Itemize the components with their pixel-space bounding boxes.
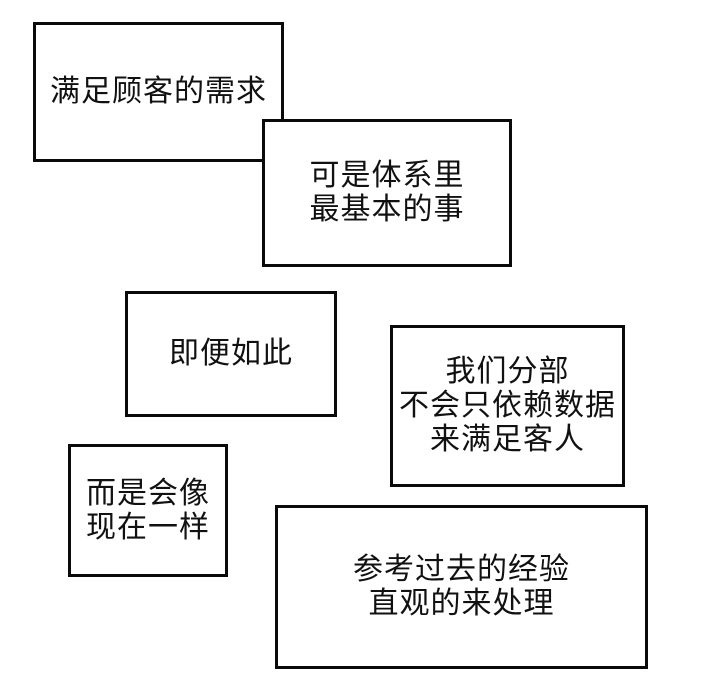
bubble-text-line: 来满足客人 (430, 423, 585, 456)
bubble-text-line: 而是会像 (86, 476, 210, 510)
speech-bubble-lower-left: 而是会像 现在一样 (68, 444, 228, 577)
bubble-text-line: 直观的来处理 (368, 587, 555, 620)
speech-bubble-middle-right: 我们分部 不会只依赖数据 来满足客人 (390, 325, 625, 487)
bubble-text-line: 不会只依赖数据 (399, 389, 616, 422)
bubble-text-line: 即便如此 (169, 337, 293, 370)
bubble-text-line: 参考过去的经验 (353, 553, 570, 586)
speech-bubble-middle-left: 即便如此 (125, 291, 337, 417)
speech-bubble-bottom: 参考过去的经验 直观的来处理 (275, 505, 648, 669)
bubble-text-line: 现在一样 (86, 510, 210, 544)
bubble-text-line: 我们分部 (445, 355, 570, 388)
bubble-text-line: 可是体系里 (309, 159, 465, 192)
bubble-text-line: 最基本的事 (309, 193, 465, 226)
bubble-text-line: 满足顾客的需求 (50, 75, 267, 108)
speech-bubble-upper-middle: 可是体系里 最基本的事 (262, 119, 512, 267)
speech-bubble-top-left: 满足顾客的需求 (33, 22, 284, 162)
